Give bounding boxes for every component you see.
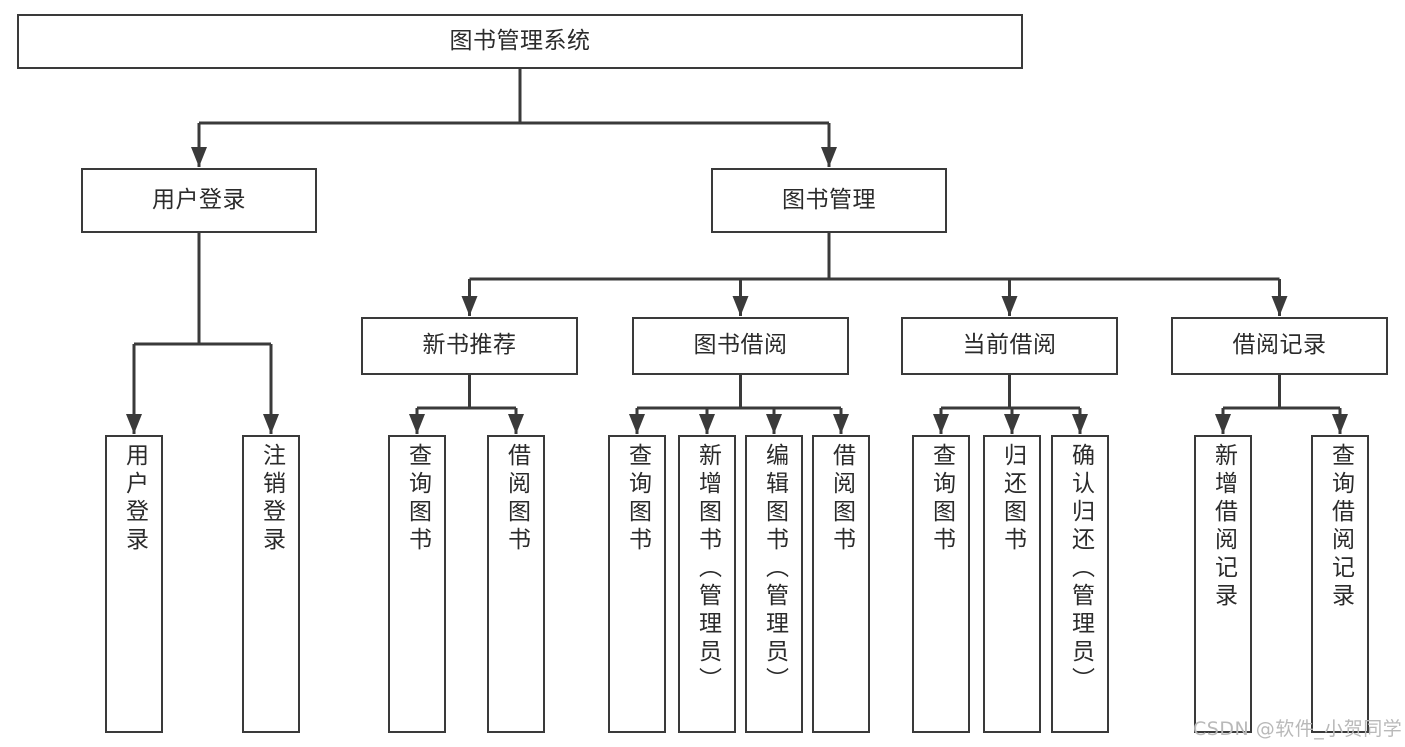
node-label: 新增图书（管理员） bbox=[694, 443, 721, 695]
node-label: 用户登录 bbox=[121, 443, 148, 555]
node-leaf-query-book-b[interactable]: 查询图书 bbox=[608, 435, 666, 733]
node-new-book-rec[interactable]: 新书推荐 bbox=[361, 317, 578, 375]
node-leaf-confirm-return[interactable]: 确认归还（管理员） bbox=[1051, 435, 1109, 733]
arrowhead-icon bbox=[1332, 414, 1348, 434]
node-leaf-edit-book[interactable]: 编辑图书（管理员） bbox=[745, 435, 803, 733]
node-root[interactable]: 图书管理系统 bbox=[17, 14, 1023, 69]
node-label: 借阅图书 bbox=[503, 443, 530, 555]
node-leaf-add-book[interactable]: 新增图书（管理员） bbox=[678, 435, 736, 733]
node-label: 注销登录 bbox=[258, 443, 285, 555]
node-leaf-borrow-book-b[interactable]: 借阅图书 bbox=[812, 435, 870, 733]
node-label: 查询图书 bbox=[404, 443, 431, 555]
node-leaf-query-record[interactable]: 查询借阅记录 bbox=[1311, 435, 1369, 733]
node-label: 查询图书 bbox=[624, 443, 651, 555]
arrowhead-icon bbox=[821, 147, 837, 167]
node-label: 图书管理 bbox=[782, 186, 876, 213]
node-label: 用户登录 bbox=[152, 186, 246, 213]
arrowhead-icon bbox=[1001, 296, 1018, 316]
node-leaf-add-record[interactable]: 新增借阅记录 bbox=[1194, 435, 1252, 733]
arrowhead-icon bbox=[833, 414, 849, 434]
arrowhead-icon bbox=[1004, 414, 1020, 434]
node-label: 确认归还（管理员） bbox=[1067, 443, 1094, 695]
arrowhead-icon bbox=[699, 414, 715, 434]
node-label: 编辑图书（管理员） bbox=[761, 443, 788, 695]
node-leaf-borrow-book-rec[interactable]: 借阅图书 bbox=[487, 435, 545, 733]
arrowhead-icon bbox=[126, 414, 142, 434]
node-book-borrow[interactable]: 图书借阅 bbox=[632, 317, 849, 375]
node-label: 图书管理系统 bbox=[449, 27, 591, 54]
node-leaf-return-book[interactable]: 归还图书 bbox=[983, 435, 1041, 733]
arrowhead-icon bbox=[461, 296, 478, 316]
node-leaf-logout[interactable]: 注销登录 bbox=[242, 435, 300, 733]
node-label: 归还图书 bbox=[999, 443, 1026, 555]
node-label: 借阅图书 bbox=[828, 443, 855, 555]
node-leaf-user-login[interactable]: 用户登录 bbox=[105, 435, 163, 733]
node-label: 查询借阅记录 bbox=[1327, 443, 1354, 611]
arrowhead-icon bbox=[508, 414, 524, 434]
node-label: 新增借阅记录 bbox=[1210, 443, 1237, 611]
node-user-login[interactable]: 用户登录 bbox=[81, 168, 317, 233]
arrowhead-icon bbox=[263, 414, 279, 434]
node-label: 图书借阅 bbox=[693, 332, 788, 359]
node-leaf-query-book-rec[interactable]: 查询图书 bbox=[388, 435, 446, 733]
node-leaf-query-book-c[interactable]: 查询图书 bbox=[912, 435, 970, 733]
node-label: 借阅记录 bbox=[1232, 332, 1327, 359]
node-current-borrow[interactable]: 当前借阅 bbox=[901, 317, 1118, 375]
arrowhead-icon bbox=[629, 414, 645, 434]
arrowhead-icon bbox=[933, 414, 949, 434]
node-label: 新书推荐 bbox=[422, 332, 517, 359]
node-borrow-record[interactable]: 借阅记录 bbox=[1171, 317, 1388, 375]
arrowhead-icon bbox=[409, 414, 425, 434]
arrowhead-icon bbox=[1215, 414, 1231, 434]
node-label: 当前借阅 bbox=[962, 332, 1057, 359]
node-book-manage[interactable]: 图书管理 bbox=[711, 168, 947, 233]
arrowhead-icon bbox=[766, 414, 782, 434]
arrowhead-icon bbox=[191, 147, 207, 167]
arrowhead-icon bbox=[732, 296, 749, 316]
node-label: 查询图书 bbox=[928, 443, 955, 555]
arrowhead-icon bbox=[1072, 414, 1088, 434]
arrowhead-icon bbox=[1271, 296, 1288, 316]
